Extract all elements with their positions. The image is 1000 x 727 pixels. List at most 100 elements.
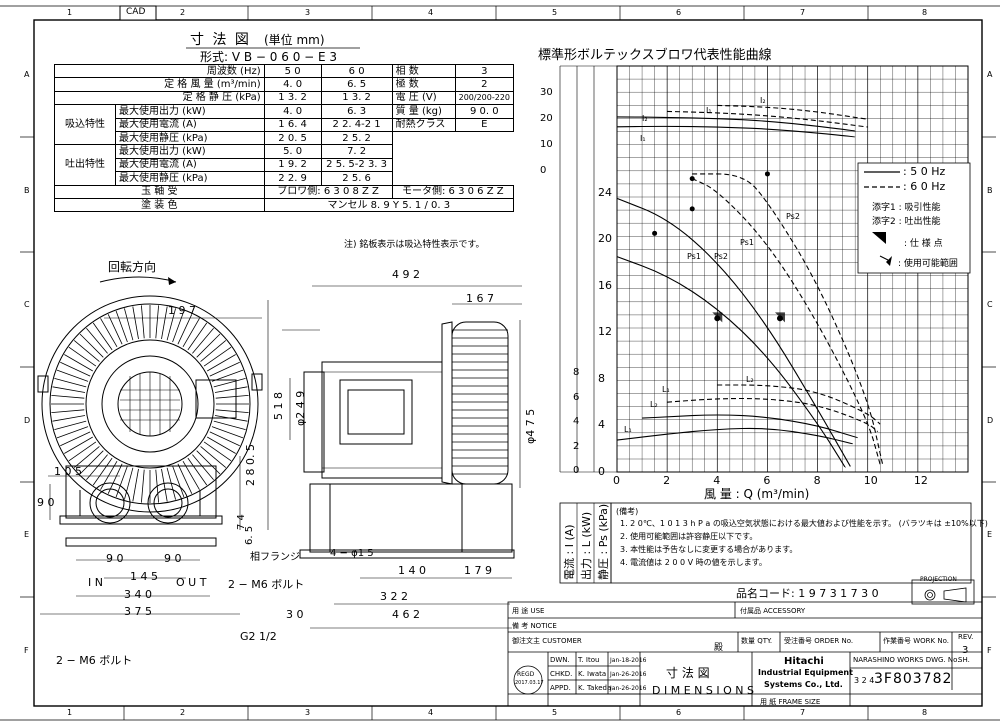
ruler-right-d: D	[987, 416, 994, 425]
x-tick-label: 0	[613, 474, 620, 487]
drawing-unit: (単位 mm)	[264, 33, 325, 47]
projection-label: PROJECTION	[920, 576, 957, 583]
y-tick-label: 8	[573, 367, 580, 378]
dim-90-left: 9 0	[106, 552, 124, 565]
curve-Ps2-50Hz	[616, 197, 851, 467]
label-m6-bolt-b: 2 − M6 ボルト	[56, 654, 133, 667]
y-tick-label: 0	[540, 165, 547, 176]
curve-label-l1-60: L₁	[662, 385, 670, 394]
ruler-right-b: B	[987, 186, 993, 195]
ruler-right-c: C	[987, 300, 993, 309]
label-in: I N	[88, 576, 103, 589]
legend-50hz: : 5 0 Hz	[903, 165, 946, 178]
chart-title: 標準形ボルテックスブロワ代表性能曲線	[538, 48, 772, 63]
y-tick-label: 16	[598, 278, 612, 292]
notes-box	[610, 502, 972, 584]
notice-label: 備 考 NOTICE	[512, 622, 557, 630]
ruler-bottom-3: 3	[305, 708, 311, 717]
ruler-bottom-4: 4	[428, 708, 434, 717]
dim-90-right: 9 0	[164, 552, 182, 565]
dim-518: 5 1 8	[272, 392, 285, 420]
ruler-top-6: 6	[676, 8, 682, 17]
dim-340: 3 4 0	[124, 588, 152, 601]
appd-name: K. Takeda	[578, 684, 612, 692]
rev-label: REV.	[958, 633, 974, 641]
dim-462: 4 6 2	[392, 608, 420, 621]
max-point	[764, 171, 770, 177]
projection-cone-icon	[943, 587, 967, 603]
ruler-top-2: 2	[180, 8, 186, 17]
spec-marker-icon	[712, 312, 723, 323]
curve-label-i1-50: I₁	[640, 134, 646, 143]
curve-Ps1-50Hz	[616, 256, 846, 468]
ruler-top-8: 8	[922, 8, 928, 17]
table-row: 吸込特性 最大使用出力 (kW) 4. 0 6. 3 質 量 (kg) 9 0.…	[54, 104, 515, 146]
dwg-label: NARASHINO WORKS DWG. No.	[853, 656, 960, 664]
cad-label: CAD	[126, 7, 146, 17]
chkd-label: CHKD.	[550, 670, 573, 678]
curve-label-i2-50: I₂	[642, 114, 648, 123]
stamp-line-1: REGD	[517, 671, 535, 678]
x-tick-label: 4	[713, 474, 721, 487]
dwg-prefix: 3 2 4	[854, 676, 875, 685]
ruler-bottom-8: 8	[922, 708, 928, 717]
ruler-bottom-1: 1	[67, 708, 73, 717]
y-tick-label: 20	[598, 232, 612, 246]
order-label: 受注番号 ORDER No.	[784, 637, 854, 645]
doc-title: 寸 法 図	[666, 666, 710, 680]
rotation-arrow-icon	[99, 276, 177, 283]
doc-title-en: D I M E N S I O N S	[652, 684, 754, 697]
stamp-line-2: 2017.03.17	[515, 680, 544, 686]
y-tick-label: 4	[598, 418, 605, 432]
legend-spec-point-icon	[872, 232, 886, 244]
y-tick-label: 20	[540, 113, 553, 124]
curve-label-l2-60: L₂	[746, 375, 754, 384]
ruler-right-a: A	[987, 70, 993, 79]
label-out: O U T	[176, 576, 207, 589]
rotation-direction-label: 回転方向	[108, 260, 157, 274]
chart-x-label: 風 量 : Q (m³/min)	[704, 487, 810, 501]
x-tick-label: 6	[763, 474, 771, 487]
max-point	[689, 206, 695, 212]
curve-label-ps1-60: Ps1	[740, 238, 754, 247]
ruler-top-4: 4	[428, 8, 434, 17]
curve-Ps2-60Hz	[692, 173, 884, 466]
note-3: 3. 本性能は予告なしに変更する場合があります。	[620, 545, 798, 554]
legend-60hz: : 6 0 Hz	[903, 180, 946, 193]
y-tick-label: 24	[598, 185, 612, 199]
table-row: 周波数 (Hz) 5 0 6 0 相 数 3	[54, 63, 515, 79]
legend-box	[857, 162, 971, 274]
label-g2: G2 1/2	[240, 630, 277, 643]
dim-492: 4 9 2	[392, 268, 420, 281]
x-tick-label: 10	[863, 474, 878, 487]
accessory-label: 付属品 ACCESSORY	[740, 607, 806, 615]
dim-30: 3 0	[286, 608, 304, 621]
curve-L₁-60Hz	[667, 397, 879, 433]
ruler-right-f: F	[987, 646, 992, 655]
label-m6-bolt-a: 2 − M6 ボルト	[228, 578, 305, 591]
ruler-bottom-7: 7	[800, 708, 806, 717]
front-dimension-lines	[40, 300, 320, 615]
label-flange: 相フランジ	[250, 552, 300, 563]
chart-extras	[652, 171, 785, 323]
y-tick-label: 12	[598, 325, 612, 339]
chart-y-label-current: 電流 : I (A)	[563, 524, 576, 580]
dim-145: 1 4 5	[130, 570, 158, 583]
curve-label-ps1-50: Ps1	[687, 252, 701, 261]
dim-105: 1 0 5	[54, 465, 82, 478]
arrow-head-icon	[168, 277, 176, 285]
legend-usable-range: : 使用可能範囲	[898, 259, 958, 269]
max-point	[689, 176, 695, 182]
projection-circle-icon	[924, 589, 936, 601]
approval-stamp	[513, 665, 543, 695]
appd-date: Jan-26-2016	[610, 685, 647, 692]
legend-spec-point: : 仕 様 点	[904, 239, 943, 249]
curve-label-ps2-50: Ps2	[714, 252, 728, 261]
ruler-top-7: 7	[800, 8, 806, 17]
ruler-side-f: F	[24, 646, 29, 655]
rev-value: 3	[962, 645, 969, 656]
frame-size-label: 用 紙 FRAME SIZE	[760, 698, 821, 706]
note-1: 1. 2 0℃、1 0 1 3 h P a の吸込空気状態における最大値および性…	[620, 519, 988, 528]
